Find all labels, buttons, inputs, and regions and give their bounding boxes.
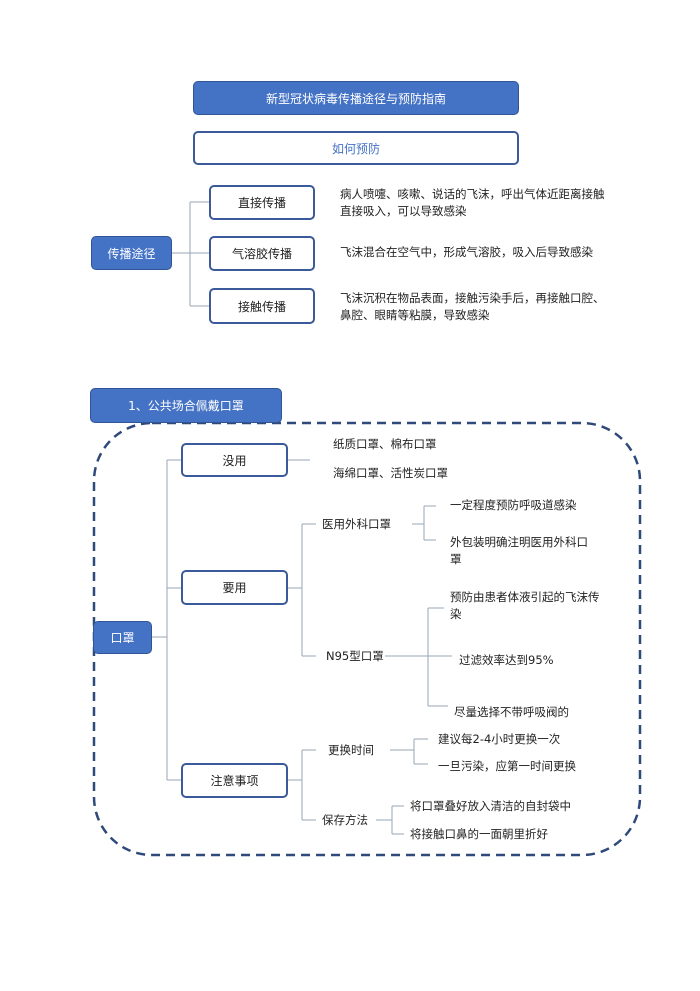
n95-item-1: 预防由患者体液引起的飞沫传染 bbox=[450, 590, 600, 621]
branch-aerosol: 气溶胶传播 bbox=[209, 236, 315, 271]
desc-aerosol: 飞沫混合在空气中，形成气溶胶，吸入后导致感染 bbox=[340, 245, 593, 259]
surgical-item-2: 外包装明确注明医用外科口罩 bbox=[450, 535, 588, 566]
n95-item-3: 尽量选择不带呼吸阀的 bbox=[454, 705, 569, 719]
page-title: 新型冠状病毒传播途径与预防指南 bbox=[193, 81, 519, 115]
mask-root: 口罩 bbox=[93, 621, 152, 654]
section1-header: 1、公共场合佩戴口罩 bbox=[90, 388, 282, 423]
surgical-item-1: 一定程度预防呼吸道感染 bbox=[450, 498, 577, 512]
storage-label: 保存方法 bbox=[322, 813, 368, 827]
storage-item-1: 将口罩叠好放入清洁的自封袋中 bbox=[410, 799, 571, 813]
surgical-label: 医用外科口罩 bbox=[322, 517, 391, 531]
n95-item-2: 过滤效率达到95% bbox=[459, 653, 554, 667]
storage-item-2: 将接触口鼻的一面朝里折好 bbox=[410, 827, 548, 841]
node-useless: 没用 bbox=[181, 443, 288, 477]
branch-direct: 直接传播 bbox=[209, 185, 315, 220]
desc-direct: 病人喷嚏、咳嗽、说话的飞沫，呼出气体近距离接触直接吸入，可以导致感染 bbox=[340, 187, 605, 218]
desc-contact: 飞沫沉积在物品表面，接触污染手后，再接触口腔、鼻腔、眼睛等粘膜，导致感染 bbox=[340, 291, 605, 322]
useless-item-1: 纸质口罩、棉布口罩 bbox=[333, 437, 437, 451]
n95-label: N95型口罩 bbox=[326, 649, 384, 663]
transmission-root: 传播途径 bbox=[91, 236, 172, 270]
replace-item-1: 建议每2-4小时更换一次 bbox=[438, 732, 561, 746]
branch-contact: 接触传播 bbox=[209, 288, 315, 324]
useless-item-2: 海绵口罩、活性炭口罩 bbox=[333, 466, 448, 480]
replace-label: 更换时间 bbox=[328, 743, 374, 757]
node-notes: 注意事项 bbox=[181, 763, 288, 798]
mask-section-dashed-frame bbox=[92, 421, 642, 857]
replace-item-2: 一旦污染，应第一时间更换 bbox=[438, 759, 576, 773]
node-useful: 要用 bbox=[181, 570, 288, 605]
subtitle-box: 如何预防 bbox=[193, 131, 519, 165]
